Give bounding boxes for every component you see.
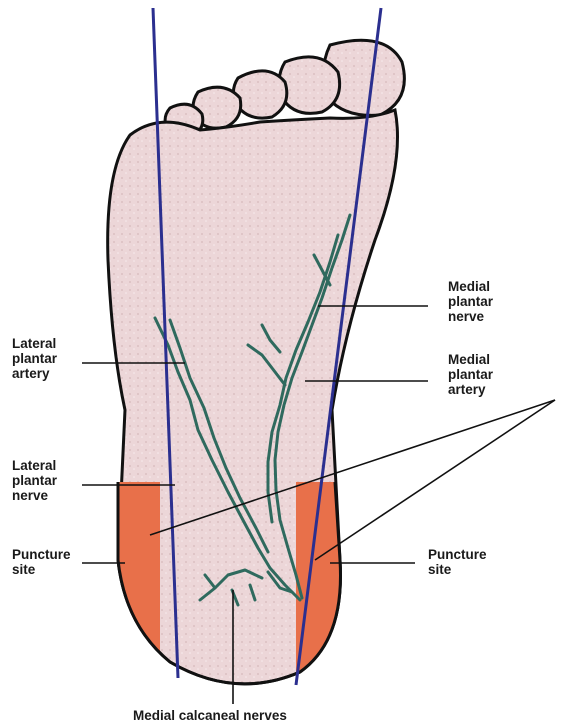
label-medial-plantar-artery: Medial plantar artery bbox=[448, 352, 493, 397]
pointer-right bbox=[315, 400, 555, 560]
label-lateral-plantar-nerve: Lateral plantar nerve bbox=[12, 458, 57, 503]
label-puncture-site-right: Puncture site bbox=[428, 547, 487, 577]
toe-2 bbox=[279, 57, 340, 114]
label-lateral-plantar-artery: Lateral plantar artery bbox=[12, 336, 57, 381]
puncture-area-left bbox=[100, 482, 160, 702]
label-medial-calcaneal-nerves: Medial calcaneal nerves bbox=[133, 708, 287, 723]
label-medial-plantar-nerve: Medial plantar nerve bbox=[448, 279, 493, 324]
label-puncture-site-left: Puncture site bbox=[12, 547, 71, 577]
